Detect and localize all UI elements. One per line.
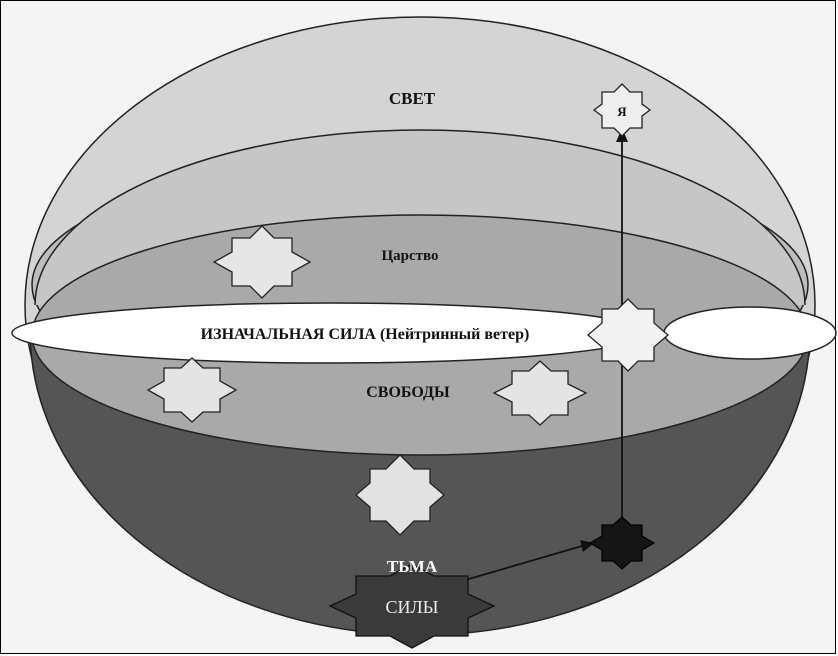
ya-label: Я [617, 104, 627, 119]
forces-label: СИЛЫ [386, 597, 439, 617]
kingdom-label: Царство [381, 248, 438, 264]
lower-star-icon [355, 454, 445, 536]
darkness-label: ТЬМА [387, 557, 438, 576]
freedom-right-star-icon [492, 360, 588, 426]
center-star-icon [587, 298, 669, 372]
light-label: СВЕТ [389, 89, 436, 108]
forces-star-icon [328, 563, 496, 649]
dark-star-icon [588, 516, 656, 570]
ya-star-icon [592, 83, 652, 137]
forces-arrow-line [454, 545, 583, 584]
kingdom-star-icon [212, 225, 312, 299]
freedom-left-star-icon [146, 357, 238, 423]
primal-force-label: ИЗНАЧАЛЬНАЯ СИЛА (Нейтринный ветер) [201, 326, 530, 343]
freedom-label: СВОБОДЫ [366, 384, 450, 401]
